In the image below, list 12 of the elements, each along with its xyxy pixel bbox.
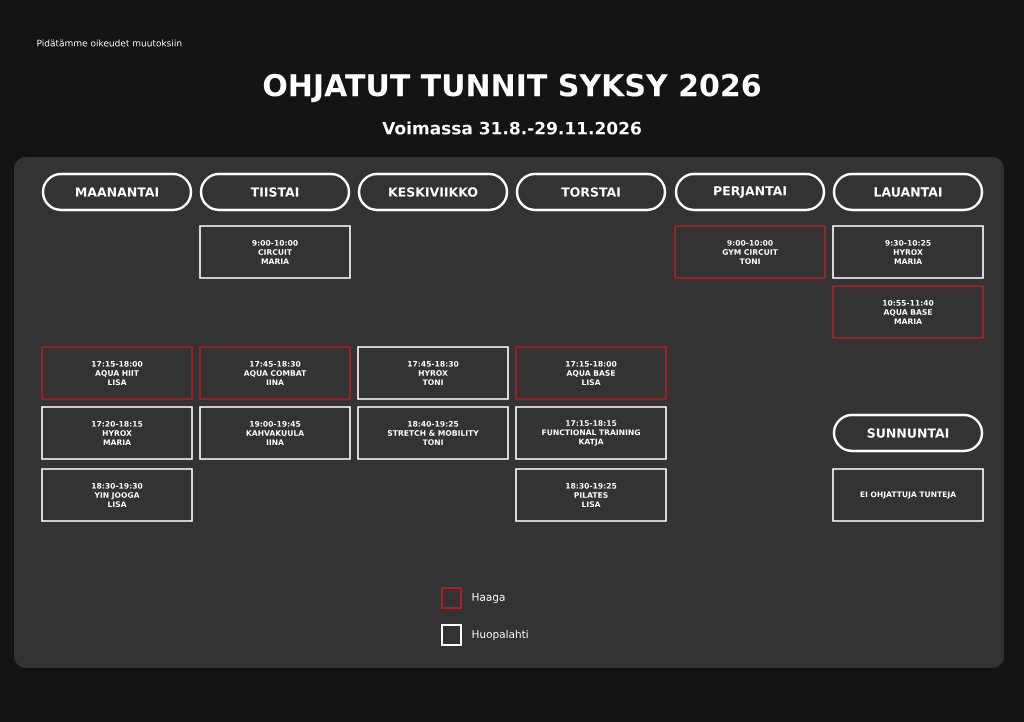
day-header: LAUANTAI: [832, 172, 984, 212]
legend-label: Huopalahti: [472, 629, 528, 641]
day-header: MAANANTAI: [41, 172, 193, 212]
subtitle: Voimassa 31.8.-29.11.2026: [382, 121, 641, 135]
day-header: TORSTAI: [515, 172, 667, 212]
day-header: TIISTAI: [199, 172, 351, 212]
title: OHJATUT TUNNIT SYKSY 2026: [263, 73, 761, 103]
day-header: PERJANTAI: [674, 172, 826, 212]
day-header: SUNNUNTAI: [832, 413, 984, 453]
legend-label: Haaga: [472, 593, 505, 603]
note: Pidätämme oikeudet muutoksiin: [37, 39, 182, 47]
day-header: KESKIVIIKKO: [357, 172, 509, 212]
